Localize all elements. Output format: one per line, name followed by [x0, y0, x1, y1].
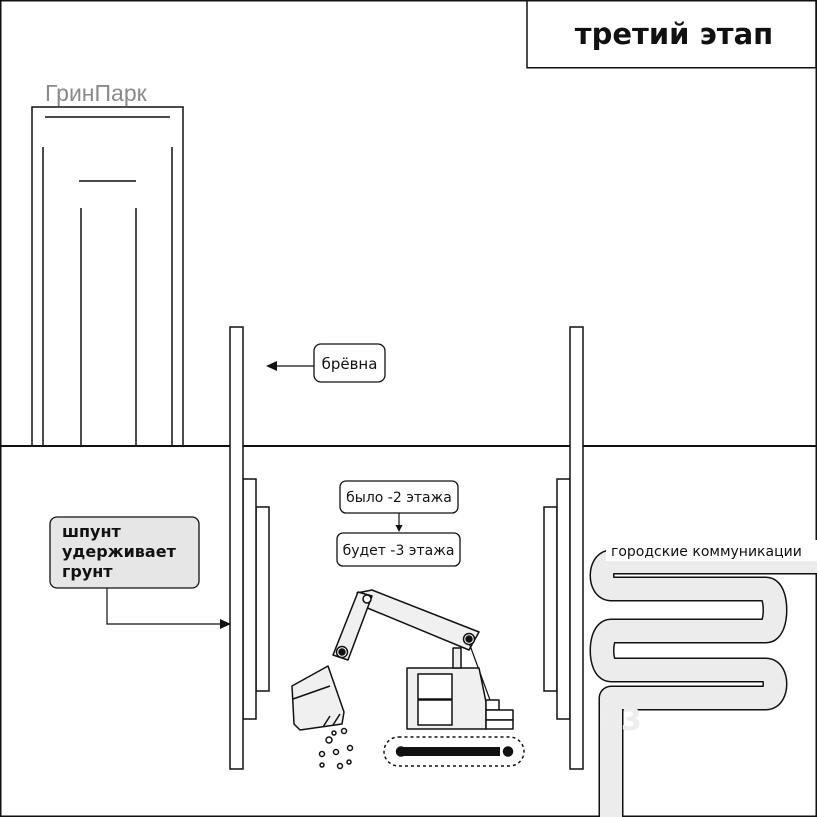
- building-label: ГринПарк: [45, 80, 148, 106]
- sheet-pile-label-1: шпунт: [62, 522, 122, 541]
- sheet-pile-label-2: удерживает: [62, 542, 177, 561]
- city-utilities-pipe: городские коммуникации: [589, 540, 817, 817]
- stage-title: третий этап: [575, 17, 773, 51]
- title-box: третий этап: [526, 0, 817, 69]
- neighbor-building: ГринПарк: [31, 80, 184, 446]
- was-floors-label: было -2 этажа: [346, 490, 452, 506]
- watermark-logo: 63: [600, 703, 642, 738]
- floors-callout: было -2 этажа будет -3 этажа: [336, 480, 461, 567]
- utilities-label: городские коммуникации: [611, 544, 802, 560]
- excavator-icon: [291, 589, 525, 770]
- arrow-right-icon: [220, 619, 231, 629]
- arrow-down-icon: [395, 525, 403, 532]
- arrow-left-icon: [266, 361, 277, 371]
- sheet-pile-label-3: грунт: [62, 562, 113, 581]
- dirt-particles: [318, 727, 354, 770]
- right-sheet-pile: [543, 326, 584, 770]
- sheet-pile-callout: шпунт удерживает грунт: [49, 516, 231, 629]
- will-be-floors-label: будет -3 этажа: [343, 543, 455, 559]
- left-sheet-pile: [229, 326, 270, 770]
- logs-label: брёвна: [322, 355, 378, 373]
- logs-callout: брёвна: [266, 343, 386, 383]
